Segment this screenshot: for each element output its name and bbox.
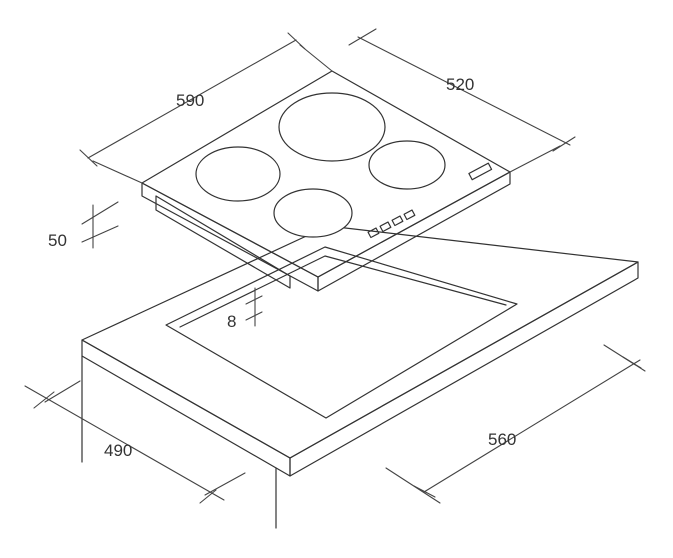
countertop bbox=[81, 225, 639, 529]
control-button bbox=[367, 227, 380, 239]
hob bbox=[141, 70, 511, 292]
cutout bbox=[165, 246, 518, 419]
dimension-hob-height: 50 bbox=[48, 201, 119, 250]
countertop-top-face bbox=[81, 225, 639, 459]
control-button bbox=[403, 209, 416, 221]
dimension-label-clearance: 8 bbox=[227, 312, 236, 331]
dimension-label-hob-height: 50 bbox=[48, 231, 67, 250]
cutout-inner-edge bbox=[179, 255, 507, 328]
cutout-outer-edge bbox=[165, 246, 518, 419]
burner-rear-large bbox=[278, 92, 386, 162]
dimension-hob-width: 590 bbox=[79, 32, 333, 184]
dimension-clearance: 8 bbox=[227, 287, 263, 331]
control-button bbox=[379, 221, 392, 233]
dimension-label-hob-depth: 520 bbox=[446, 75, 474, 94]
dimension-label-hob-width: 590 bbox=[176, 91, 204, 110]
hob-bottom-housing bbox=[155, 195, 291, 289]
dimension-cutout-depth: 490 bbox=[24, 380, 246, 504]
dimension-hob-depth: 520 bbox=[348, 28, 576, 173]
burner-right bbox=[368, 140, 446, 190]
control-display bbox=[468, 162, 493, 181]
burner-front bbox=[273, 188, 353, 238]
burner-left bbox=[195, 146, 281, 202]
control-button bbox=[391, 215, 404, 227]
dimension-label-cutout-width: 560 bbox=[488, 430, 516, 449]
dimension-cutout-width: 560 bbox=[385, 344, 646, 504]
countertop-side-edge bbox=[289, 261, 639, 477]
control-buttons bbox=[367, 209, 416, 239]
dimension-label-cutout-depth: 490 bbox=[104, 441, 132, 460]
